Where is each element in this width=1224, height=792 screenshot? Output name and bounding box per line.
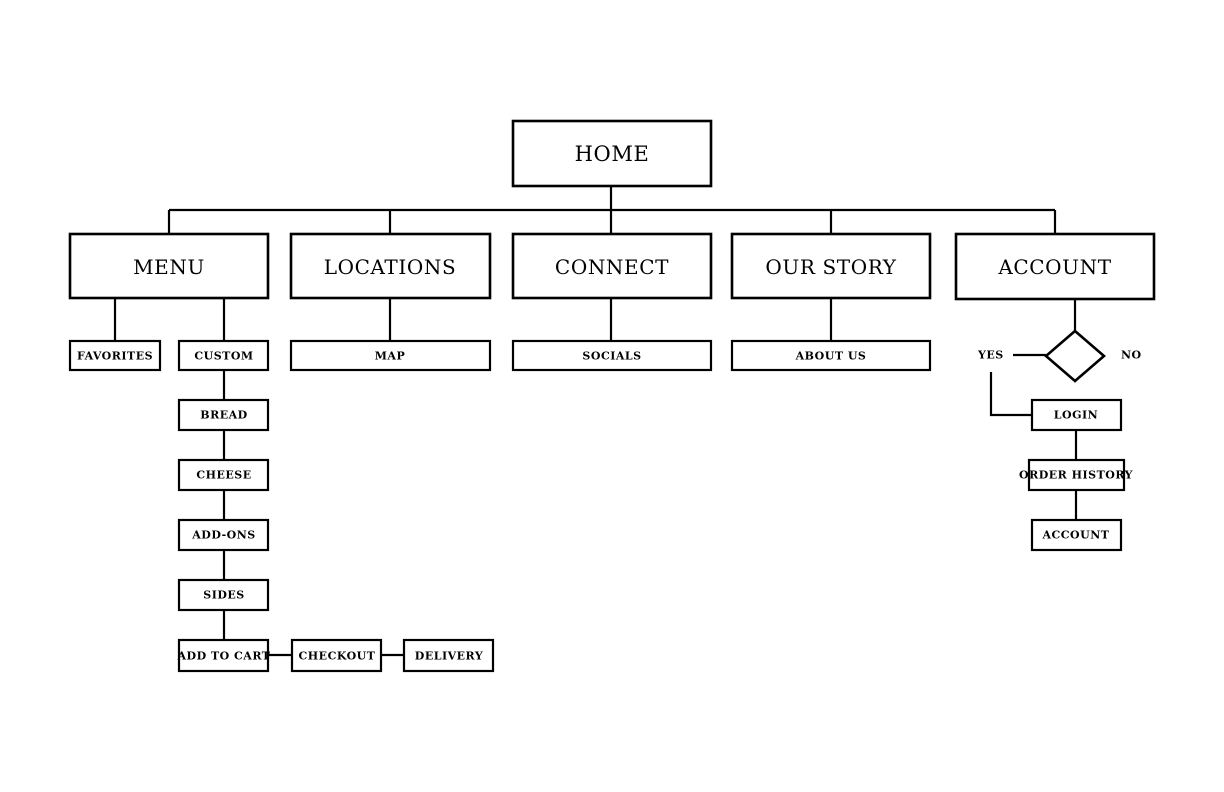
node-login[interactable]: LOGIN <box>1030 398 1123 432</box>
node-sides-label: SIDES <box>203 589 244 602</box>
node-account-page-label: ACCOUNT <box>1042 529 1110 542</box>
connector-decision-yes-elbow <box>989 372 1032 417</box>
node-connect-label: CONNECT <box>555 255 669 279</box>
node-socials-box[interactable] <box>511 339 713 372</box>
node-connect-box[interactable] <box>511 232 713 300</box>
node-home-box[interactable] <box>511 119 713 188</box>
connector-group-menu <box>113 296 404 657</box>
node-custom[interactable]: CUSTOM <box>177 339 270 372</box>
node-about-us[interactable]: ABOUT US <box>730 339 932 372</box>
decision-yes-label: YES <box>977 349 1004 362</box>
node-custom-box[interactable] <box>177 339 270 372</box>
node-about-us-label: ABOUT US <box>795 350 867 363</box>
node-connect[interactable]: CONNECT <box>511 232 713 300</box>
node-add-to-cart[interactable]: ADD TO CART <box>177 638 271 673</box>
node-account-page-box[interactable] <box>1030 518 1123 552</box>
node-login-label: LOGIN <box>1054 409 1098 422</box>
node-cheese-label: CHEESE <box>196 469 251 482</box>
node-home-label: HOME <box>575 142 650 166</box>
node-order-history[interactable]: ORDER HISTORY <box>1019 458 1133 492</box>
node-menu[interactable]: MENU <box>68 232 270 300</box>
connector-group-account <box>989 299 1078 520</box>
node-add-ons[interactable]: ADD-ONS <box>177 518 270 552</box>
node-account-box[interactable] <box>954 232 1156 301</box>
node-map-label: MAP <box>375 350 405 363</box>
node-add-to-cart-box[interactable] <box>177 638 270 673</box>
node-sides-box[interactable] <box>177 578 270 612</box>
node-bread-box[interactable] <box>177 398 270 432</box>
node-favorites[interactable]: FAVORITES <box>68 339 162 372</box>
node-delivery-label: DELIVERY <box>415 650 483 663</box>
connector-group-root <box>167 186 1057 234</box>
node-locations-box[interactable] <box>289 232 492 300</box>
node-sides[interactable]: SIDES <box>177 578 270 612</box>
node-map[interactable]: MAP <box>289 339 492 372</box>
node-account-label: ACCOUNT <box>997 255 1111 279</box>
node-delivery-box[interactable] <box>402 638 495 673</box>
node-our-story[interactable]: OUR STORY <box>730 232 932 300</box>
node-checkout-label: CHECKOUT <box>299 650 376 663</box>
node-add-ons-label: ADD-ONS <box>191 529 255 542</box>
node-favorites-label: FAVORITES <box>77 350 153 363</box>
node-cheese-box[interactable] <box>177 458 270 492</box>
node-custom-label: CUSTOM <box>194 350 253 363</box>
node-menu-box[interactable] <box>68 232 270 300</box>
node-account-decision[interactable] <box>1044 329 1106 383</box>
decision-no-label: NO <box>1121 349 1142 362</box>
node-our-story-box[interactable] <box>730 232 932 300</box>
node-add-to-cart-label: ADD TO CART <box>177 650 271 663</box>
node-checkout-box[interactable] <box>290 638 383 673</box>
node-locations-label: LOCATIONS <box>324 255 457 279</box>
node-our-story-label: OUR STORY <box>765 255 896 279</box>
node-locations[interactable]: LOCATIONS <box>289 232 492 300</box>
node-order-history-label: ORDER HISTORY <box>1019 469 1133 482</box>
node-checkout[interactable]: CHECKOUT <box>290 638 383 673</box>
node-account-page[interactable]: ACCOUNT <box>1030 518 1123 552</box>
node-home[interactable]: HOME <box>511 119 713 188</box>
node-menu-label: MENU <box>133 255 205 279</box>
node-favorites-box[interactable] <box>68 339 162 372</box>
node-bread[interactable]: BREAD <box>177 398 270 432</box>
node-login-box[interactable] <box>1030 398 1123 432</box>
node-bread-label: BREAD <box>200 409 247 422</box>
node-delivery[interactable]: DELIVERY <box>402 638 495 673</box>
node-about-us-box[interactable] <box>730 339 932 372</box>
node-socials-label: SOCIALS <box>582 350 641 363</box>
node-order-history-box[interactable] <box>1027 458 1126 492</box>
node-cheese[interactable]: CHEESE <box>177 458 270 492</box>
node-account[interactable]: ACCOUNT <box>954 232 1156 301</box>
node-add-ons-box[interactable] <box>177 518 270 552</box>
node-map-box[interactable] <box>289 339 492 372</box>
node-account-decision-diamond[interactable] <box>1044 329 1106 383</box>
node-socials[interactable]: SOCIALS <box>511 339 713 372</box>
